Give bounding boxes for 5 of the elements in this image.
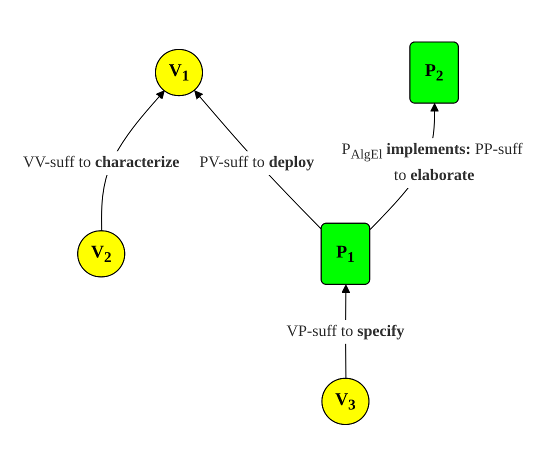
edge-label: VV-suff to characterize — [22, 154, 180, 171]
edge-label: VP-suff to specify — [286, 322, 404, 340]
edge-label: PV-suff to deploy — [199, 154, 314, 171]
edge-label: P$_{AlgEl}$ implements: PP-suff to elaborate — [342, 140, 522, 184]
arrow — [194, 90, 322, 230]
